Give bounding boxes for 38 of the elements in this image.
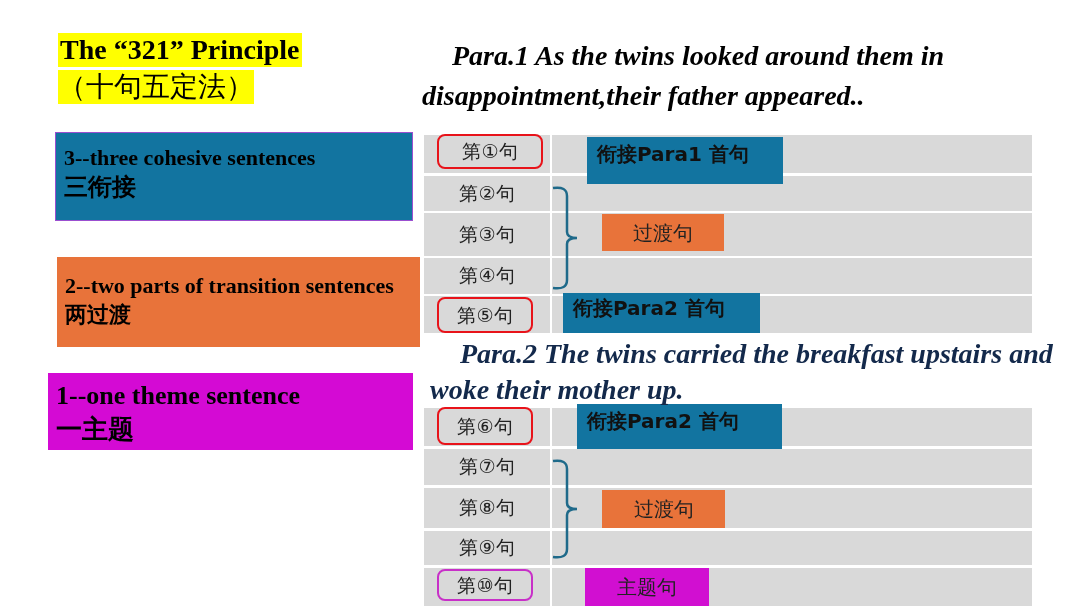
category-box bbox=[55, 132, 413, 221]
box-text: 第①句 bbox=[462, 139, 518, 164]
box-text: 过渡句 bbox=[633, 219, 693, 246]
tag-box bbox=[602, 214, 724, 251]
table-cell-text: 第⑧句 bbox=[458, 495, 516, 520]
box-text: 第⑤句 bbox=[457, 302, 513, 328]
table-cell-text: 第②句 bbox=[458, 180, 516, 206]
subtitle: （十句五定法） bbox=[58, 70, 254, 104]
box-text: 1--one theme sentence bbox=[56, 380, 302, 412]
box-text: 3--three cohesive sentences bbox=[64, 144, 317, 172]
tag-box bbox=[585, 568, 709, 606]
box-text: 衔接Para2 首句 bbox=[587, 408, 740, 434]
sentence-frame bbox=[437, 134, 543, 169]
tag-box bbox=[587, 137, 783, 184]
table-cell-text: 第⑨句 bbox=[458, 535, 516, 560]
box-text: 第⑩句 bbox=[457, 572, 513, 598]
title: The “321” Principle bbox=[58, 33, 302, 67]
box-text: 过渡句 bbox=[633, 496, 694, 522]
table-cell-text: 第④句 bbox=[458, 263, 516, 288]
paragraph-text: Para.2 The twins carried the breakfast upstairs and woke their mother up. bbox=[430, 337, 1054, 407]
box-subtext: 三衔接 bbox=[64, 173, 137, 202]
sentence-frame bbox=[437, 569, 533, 601]
tag-box bbox=[563, 293, 760, 333]
box-text: 2--two parts of transition sentences 两过渡 bbox=[65, 272, 395, 329]
box-text: 主题句 bbox=[617, 574, 677, 600]
category-box bbox=[57, 257, 420, 347]
category-box bbox=[48, 373, 413, 450]
table-cell-text: 第⑦句 bbox=[458, 454, 516, 479]
sentence-frame bbox=[437, 407, 533, 445]
table-cell-text: 第③句 bbox=[458, 221, 516, 247]
tag-box bbox=[577, 404, 782, 449]
box-text: 第⑥句 bbox=[457, 413, 513, 439]
box-text: 衔接Para2 首句 bbox=[573, 295, 726, 321]
sentence-frame bbox=[437, 297, 533, 333]
box-subtext: 一主题 bbox=[56, 414, 135, 446]
tag-box bbox=[602, 490, 725, 528]
box-text: 衔接Para1 首句 bbox=[597, 141, 750, 167]
paragraph-text: Para.1 As the twins looked around them in disappointment,their father appeared.. bbox=[422, 39, 946, 113]
